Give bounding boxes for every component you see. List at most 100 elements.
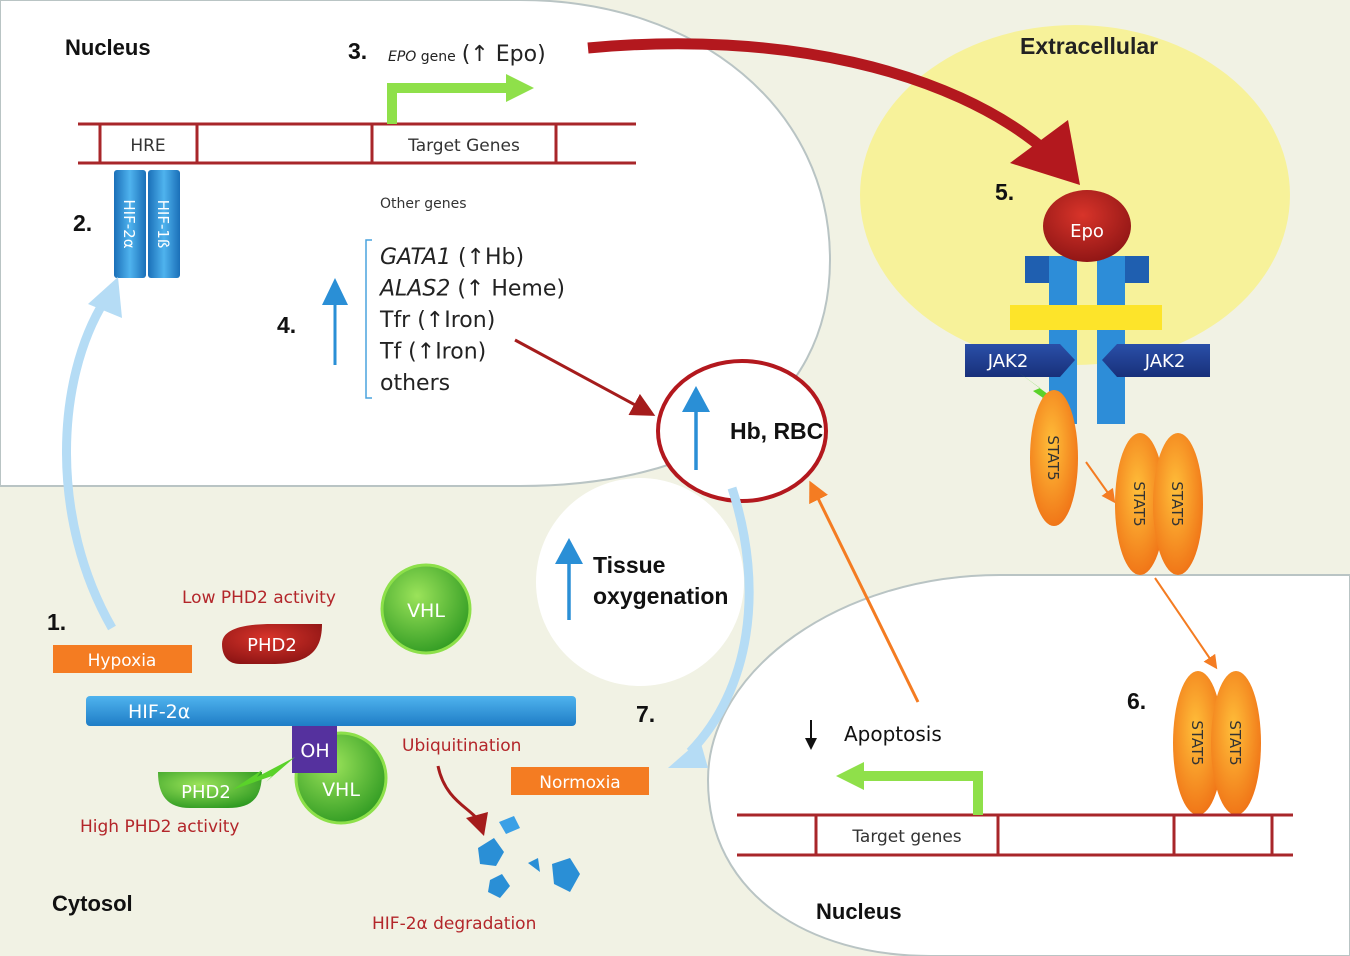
gene-item: GATA1 (↑Hb): [380, 245, 524, 270]
normoxia-box: [511, 767, 649, 795]
epo-receptor: [1010, 256, 1162, 424]
stat5-label: STAT5: [1168, 481, 1186, 526]
hre-label: HRE: [130, 136, 165, 156]
bottom-dna-strand: [737, 813, 1293, 857]
stat5-translocation-arrow: [1154, 577, 1218, 670]
stat5-label: STAT5: [1044, 435, 1062, 480]
jak2-right: [1102, 344, 1210, 377]
other-genes-title: Other genes: [380, 196, 466, 212]
gene-item: ALAS2 (↑ Heme): [378, 277, 565, 302]
phd2-low: [222, 624, 322, 664]
jak2-right-label: JAK2: [1144, 351, 1186, 372]
step-6: 6.: [1127, 688, 1146, 714]
rbc-to-normoxia-arrow: [686, 486, 754, 756]
phd2-low-label: PHD2: [247, 635, 297, 656]
step-5: 5.: [995, 179, 1014, 205]
epo-transcription-arrow: [387, 83, 512, 124]
step-1: 1.: [47, 609, 66, 635]
other-genes-list: GATA1 (↑Hb)ALAS2 (↑ Heme)Tfr (↑Iron)Tf (…: [378, 245, 565, 396]
step-3: 3.: [348, 38, 367, 64]
gene-list-bracket: [365, 239, 372, 399]
extracellular-label: Extracellular: [1020, 33, 1158, 59]
nucleus-bottom-label: Nucleus: [816, 899, 902, 924]
gene-name: GATA1: [380, 245, 451, 270]
stat5-label: STAT5: [1188, 720, 1206, 765]
gene-item: Tf (↑Iron): [379, 340, 486, 365]
phd2-high-label: PHD2: [181, 782, 231, 803]
phd2-high: [158, 772, 262, 808]
bottom-transcription-arrow: [858, 771, 983, 815]
bottom-target-genes-label: Target genes: [851, 827, 961, 847]
hypoxia-box: [53, 645, 192, 673]
apoptosis-to-rbc-arrow: [809, 480, 920, 703]
stat5-oval: [1211, 671, 1261, 815]
tissue-oxygenation-circle: [536, 478, 744, 686]
epo-ligand: [1043, 190, 1131, 262]
cell-membrane: [1010, 305, 1162, 330]
hif-2a-cytosol-label: HIF-2α: [128, 701, 190, 723]
genes-to-hb-arrow: [514, 338, 656, 416]
epo-gene-effect: (↑ Epo): [462, 42, 546, 67]
gene-effect: (↑ Heme): [450, 277, 565, 302]
hb-rbc-label: Hb, RBC: [730, 418, 823, 444]
normoxia-label: Normoxia: [539, 773, 620, 793]
hydroxyl-group: [292, 726, 337, 773]
gene-name: Tfr: [379, 308, 411, 333]
step-2: 2.: [73, 210, 92, 236]
gene-item: others: [380, 371, 450, 396]
vhl-bound-label: VHL: [322, 779, 360, 801]
jak2-left-label: JAK2: [987, 351, 1029, 372]
oxygenation-label: oxygenation: [593, 583, 728, 609]
gene-effect: (↑Iron): [401, 340, 486, 365]
cytosol-label: Cytosol: [52, 891, 133, 916]
nucleus-top-label: Nucleus: [65, 35, 151, 60]
stat5-dimerization-arrow: [1085, 461, 1116, 504]
gene-name: others: [380, 371, 450, 396]
hydroxylation-bolt: [232, 757, 295, 790]
bottom-nucleus: [706, 574, 1350, 956]
hif-2a-fragments: [478, 816, 580, 898]
stat5-label: STAT5: [1130, 481, 1148, 526]
hif-2a-subunit: [114, 170, 146, 278]
oh-label: OH: [300, 740, 329, 762]
step-7: 7.: [636, 701, 655, 727]
stat5-oval: [1173, 671, 1223, 815]
stat5-oval: [1115, 433, 1165, 575]
vhl-free: [380, 563, 472, 655]
hypoxia-label: Hypoxia: [88, 651, 157, 671]
gene-effect: (↑Hb): [451, 245, 524, 270]
stat5-label: STAT5: [1226, 720, 1244, 765]
epo-gene-name: EPO: [388, 49, 416, 65]
gene-effect: (↑Iron): [410, 308, 495, 333]
top-nucleus: [0, 0, 832, 487]
apoptosis-label: Apoptosis: [844, 722, 942, 746]
low-phd2-label: Low PHD2 activity: [182, 588, 336, 608]
stat5-oval: [1030, 390, 1078, 526]
high-phd2-label: High PHD2 activity: [80, 817, 239, 837]
jak2-left: [965, 344, 1075, 377]
degradation-arrow: [436, 765, 480, 821]
hif-2a-cytosol: [86, 696, 576, 726]
gene-name: ALAS2: [378, 277, 450, 302]
target-genes-label: Target Genes: [407, 136, 520, 156]
hif-1b-label: HIF-1ß: [154, 200, 172, 249]
jak2-phosphorylation-bolt: [1018, 372, 1058, 408]
gene-name: Tf: [379, 340, 402, 365]
epo-secretion-arrow: [587, 38, 1049, 155]
ubiquitination-label: Ubiquitination: [402, 736, 521, 756]
tissue-label: Tissue: [593, 552, 665, 578]
hif-2a-label: HIF-2α: [120, 199, 138, 248]
gene-item: Tfr (↑Iron): [379, 308, 495, 333]
stat5-oval: [1153, 433, 1203, 575]
hypoxia-to-nucleus-arrow: [62, 297, 116, 631]
epo-gene-suffix: gene: [416, 49, 455, 65]
top-dna-strand: [78, 122, 636, 165]
epo-gene-label: EPO gene (↑ Epo): [388, 42, 546, 67]
vhl-free-label: VHL: [407, 600, 445, 622]
epo-ligand-label: Epo: [1070, 221, 1104, 242]
degradation-label: HIF-2α degradation: [372, 914, 536, 934]
hif-1b-subunit: [148, 170, 180, 278]
